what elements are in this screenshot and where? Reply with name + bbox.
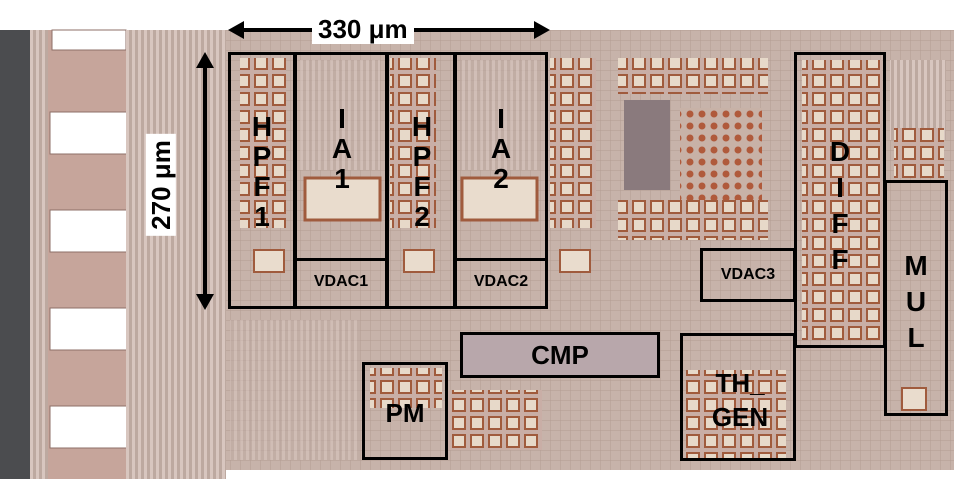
diff-label: D I F F (829, 136, 851, 275)
vdac2-label: VDAC2 (473, 273, 529, 290)
pm-block (362, 362, 448, 460)
mul-block (884, 180, 948, 416)
height-dimension-label: 270 μm (145, 134, 176, 236)
th-gen-label: TH_ GEN (711, 368, 769, 432)
ia1-label: I A 1 (331, 103, 353, 194)
cmp-block (460, 332, 660, 378)
pm-label: PM (385, 398, 425, 428)
vdac3-label: VDAC3 (720, 266, 776, 283)
mul-label: M U L (904, 250, 928, 353)
hpf2-label: H P F 2 (411, 111, 433, 232)
th-gen-block (680, 333, 796, 461)
hpf1-label: H P F 1 (251, 111, 273, 232)
ia2-label: I A 2 (490, 103, 512, 194)
vdac1-label: VDAC1 (313, 273, 369, 290)
vdac2-block (454, 258, 548, 309)
cmp-label: CMP (531, 340, 589, 370)
width-dimension-label: 330 μm (312, 14, 414, 44)
